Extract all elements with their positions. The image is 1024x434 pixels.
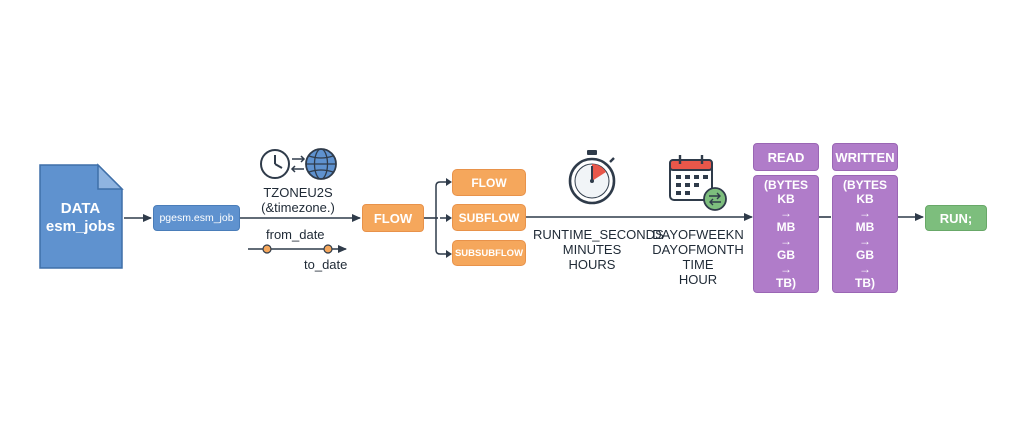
calendar-icon: [669, 155, 713, 201]
to-date-dot: [323, 244, 333, 254]
data-file-label: DATA esm_jobs: [37, 200, 124, 236]
to-date-label: to_date: [304, 257, 348, 272]
date-range-line: [248, 244, 347, 254]
flow-item-flow: FLOW: [452, 169, 526, 196]
read-units: (BYTES KB → MB → GB → TB): [753, 175, 819, 293]
flow-item-subflow: SUBFLOW: [452, 204, 526, 231]
from-date-dot: [262, 244, 272, 254]
run-node: RUN;: [925, 205, 987, 231]
clock-icon: [260, 149, 290, 179]
calendar-label: DAYOFWEEKN DAYOFMONTH TIME HOUR: [652, 227, 744, 287]
globe-icon: [305, 148, 337, 180]
written-units: (BYTES KB → MB → GB → TB): [832, 175, 898, 293]
data-file-label-line1: DATA: [60, 200, 101, 217]
data-file-icon: [39, 163, 124, 269]
flow-item-subsubflow: SUBSUBFLOW: [452, 240, 526, 266]
stopwatch-icon: [568, 150, 616, 205]
flow-node: FLOW: [362, 204, 424, 232]
read-header: READ: [753, 143, 819, 171]
timezone-label: TZONEU2S (&timezone.): [261, 185, 335, 215]
from-date-label: from_date: [266, 227, 325, 242]
refresh-badge-icon: [703, 187, 727, 211]
written-header: WRITTEN: [832, 143, 898, 171]
data-file-label-line2: esm_jobs: [45, 218, 116, 235]
bracket-arrowheads: [446, 178, 452, 258]
sync-arrows-icon: [290, 155, 306, 173]
runtime-label: RUNTIME_SECONDS MINUTES HOURS: [533, 227, 664, 272]
source-table-node: pgesm.esm_job: [153, 205, 240, 231]
